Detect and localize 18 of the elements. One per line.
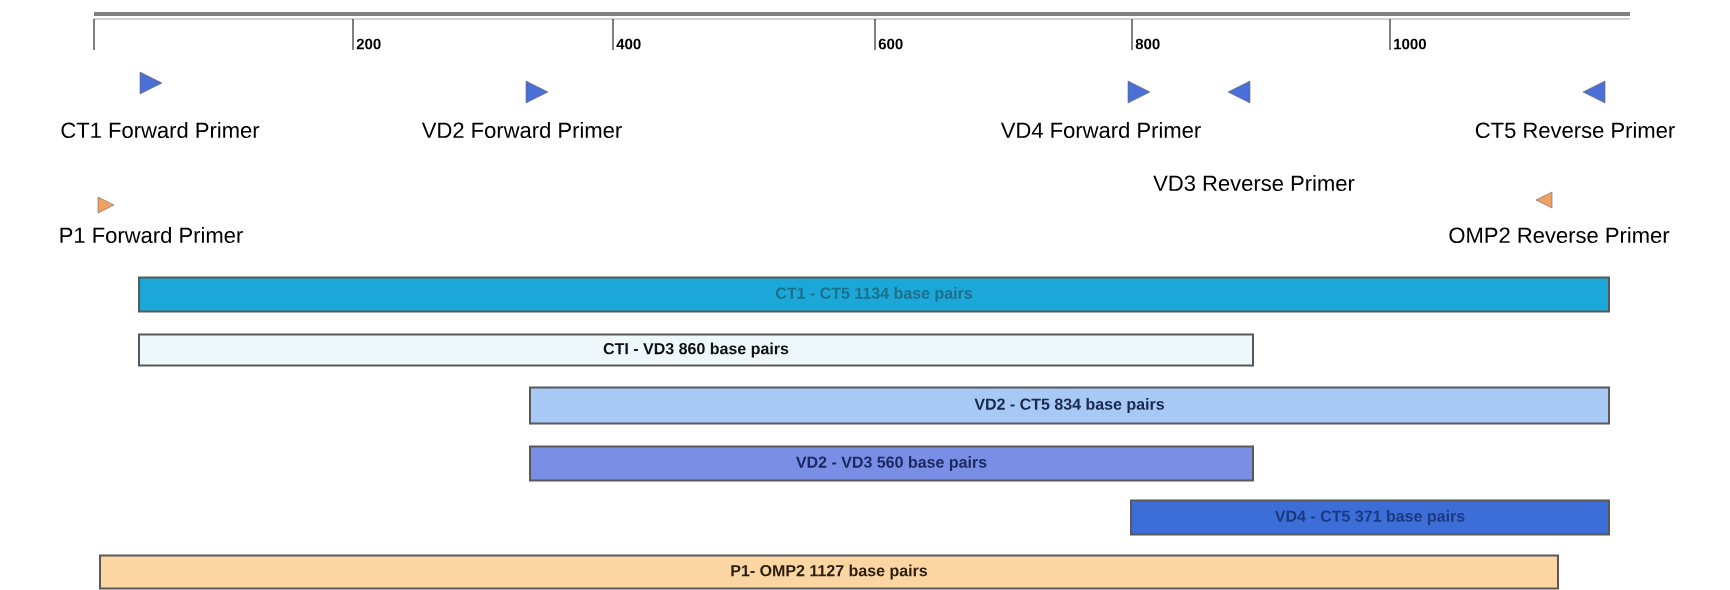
tick-label: 400 [616, 38, 641, 50]
amplicon-bar: P1- OMP2 1127 base pairs [99, 554, 1559, 590]
tick-label: 1000 [1394, 38, 1426, 50]
tick-label: 800 [1135, 38, 1160, 50]
amplicon-bar: VD4 - CT5 371 base pairs [1130, 499, 1610, 536]
primer-label: CT5 Reverse Primer [1475, 121, 1675, 139]
amplicon-bar: CT1 - CT5 1134 base pairs [138, 276, 1610, 313]
tick-label: 200 [356, 38, 381, 50]
primer-label: VD4 Forward Primer [1000, 121, 1201, 139]
amplicon-bar: VD2 - CT5 834 base pairs [529, 386, 1610, 425]
amplicon-bar: VD2 - VD3 560 base pairs [529, 445, 1254, 482]
primer-label: P1 Forward Primer [60, 226, 243, 244]
tick-label: 600 [878, 38, 903, 50]
primer-label: VD2 Forward Primer [421, 121, 622, 139]
primer-label: VD3 Reverse Primer [1153, 174, 1355, 192]
primer-label: OMP2 Reverse Primer [1449, 226, 1670, 244]
primer-label: CT1 Forward Primer [61, 121, 260, 139]
amplicon-bar: CTI - VD3 860 base pairs [138, 333, 1254, 367]
